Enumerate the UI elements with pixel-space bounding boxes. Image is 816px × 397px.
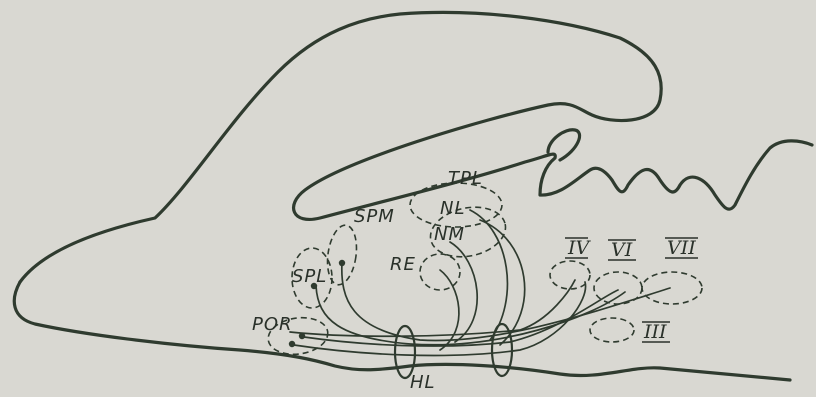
- vii-nucleus: [642, 272, 702, 304]
- label-nl: NL: [440, 198, 466, 219]
- fiber-tracts: [290, 210, 670, 355]
- label-iii-group: III: [642, 321, 670, 343]
- label-spm: SPM: [354, 206, 395, 227]
- label-hl: HL: [410, 372, 436, 393]
- label-vi: VI: [611, 239, 633, 261]
- ventral-outline: [14, 282, 790, 380]
- iv-nucleus: [550, 261, 590, 289]
- por-cell-dot-2: [289, 341, 295, 347]
- label-vii-group: VII: [665, 237, 698, 259]
- label-tpl: TPL: [448, 168, 483, 189]
- tract-ring-1: [395, 326, 415, 378]
- label-iii: III: [643, 321, 667, 343]
- label-vi-group: VI: [608, 239, 636, 261]
- label-por: POR: [252, 314, 293, 335]
- label-nm: NM: [434, 224, 465, 245]
- re-nucleus: [420, 254, 460, 290]
- label-iv-group: IV: [565, 237, 592, 259]
- label-iv: IV: [567, 237, 592, 259]
- label-spl: SPL: [292, 266, 327, 287]
- label-re: RE: [390, 254, 416, 275]
- iii-nucleus: [590, 318, 634, 342]
- spm-cell-dot: [339, 260, 345, 266]
- label-vii: VII: [667, 237, 696, 259]
- por-cell-dot-1: [299, 333, 305, 339]
